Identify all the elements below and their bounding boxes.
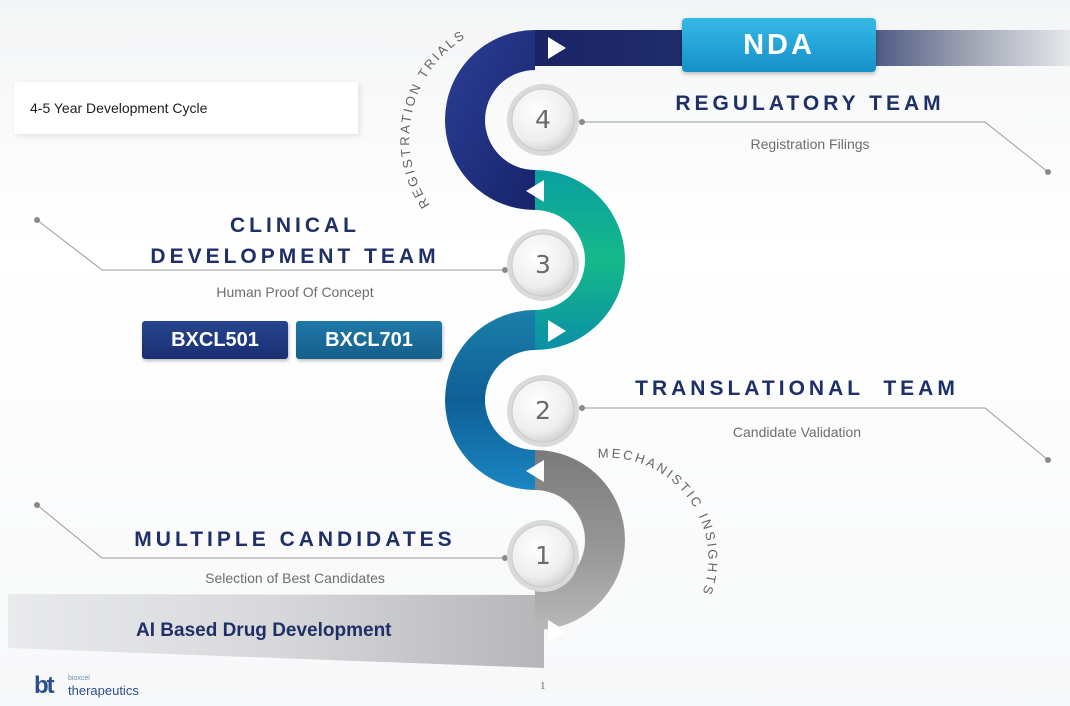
translational-team-subtitle: Candidate Validation [732,424,862,440]
logo-small-text: bioxcel [68,675,90,682]
cycle-label: 4-5 Year Development Cycle [30,100,208,116]
stage-number-3: 3 [535,250,551,279]
arrow-left-icon [526,180,544,202]
clinical-team-title-line1: CLINICAL [230,214,360,237]
multiple-candidates-subtitle: Selection of Best Candidates [205,570,385,586]
stage-number-2: 2 [535,396,551,425]
bottom-bar [8,594,544,668]
connector-dots [34,119,1051,561]
regulatory-team-subtitle: Registration Filings [750,136,870,152]
connector-lines [36,121,1049,559]
ai-development-label: AI Based Drug Development [136,620,392,641]
clinical-team-subtitle: Human Proof Of Concept [216,284,374,300]
stage-circles [507,84,579,592]
arrow-right-icon [548,37,566,59]
logo-mark: bt [34,672,55,699]
regulatory-team-title: REGULATORY TEAM [675,92,945,115]
candidate-badge-bxcl501: BXCL501 [142,321,288,359]
translational-team-title: TRANSLATIONAL TEAM [635,377,959,400]
cycle-label-box: 4-5 Year Development Cycle [14,82,358,134]
logo-wordmark: therapeutics [68,683,139,698]
clinical-team-title-line2: DEVELOPMENT TEAM [150,245,440,268]
segment-2 [445,310,535,490]
arrow-right-icon [548,620,566,642]
stage-number-4: 4 [535,105,551,134]
segment-4 [445,30,535,210]
nda-badge: NDA [682,18,876,72]
multiple-candidates-title: MULTIPLE CANDIDATES [134,528,456,551]
page-number: 1 [540,680,546,692]
candidate-badge-bxcl701: BXCL701 [296,321,442,359]
arrow-right-icon [548,320,566,342]
arrow-left-icon [526,460,544,482]
stage-number-1: 1 [535,541,551,570]
segment-3 [535,170,625,350]
